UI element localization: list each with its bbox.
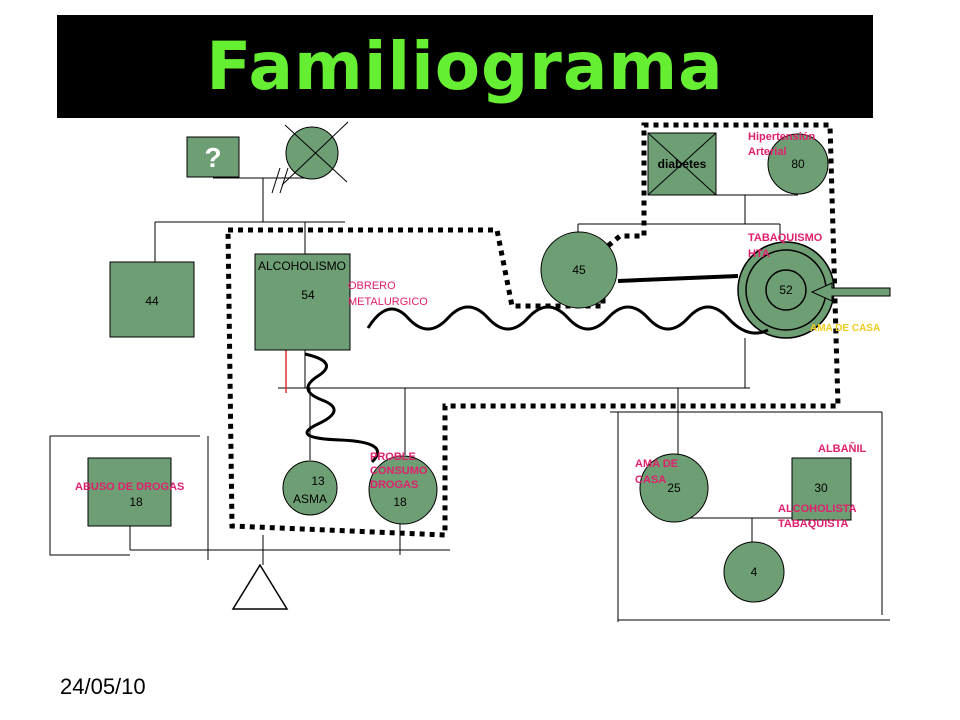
member-44-node xyxy=(109,261,195,338)
conflict-line xyxy=(617,274,739,283)
page-title: Familiograma xyxy=(206,28,724,105)
member-18-daughter-label: 18 xyxy=(393,495,407,509)
member-45-label: 45 xyxy=(572,263,586,277)
wavy-relation-54-52 xyxy=(366,305,769,335)
deceased-grandmother-node xyxy=(285,126,339,180)
unknown-male-node xyxy=(186,136,240,178)
index-patient-arrow xyxy=(810,282,891,302)
probable-label-line1: PROBLE xyxy=(370,451,416,463)
slide-date: 24/05/10 xyxy=(60,674,146,699)
probable-label-line3: DROGAS xyxy=(370,479,418,491)
member-52-node xyxy=(765,269,807,311)
member-4-node xyxy=(723,541,785,603)
tabaquismo-label: TABAQUISMO xyxy=(748,232,823,244)
albanil-label: ALBAÑIL xyxy=(818,442,867,455)
member-52-label: 52 xyxy=(779,283,793,297)
alcoholista-label: ALCOHOLISTA xyxy=(778,503,857,515)
obrero-label-line2: METALURGICO xyxy=(348,296,428,308)
title-bar: Familiograma xyxy=(57,15,873,118)
asma-label: ASMA xyxy=(293,492,327,506)
probable-label-line2: CONSUMO xyxy=(370,465,428,477)
member-13-node xyxy=(282,460,338,516)
ama-de-casa-25-label-line2: CASA xyxy=(635,474,666,486)
member-18-son-label: 18 xyxy=(129,495,143,509)
hta-label: HTA xyxy=(748,248,770,260)
abuso-drogas-label: ABUSO DE DROGAS xyxy=(75,481,184,493)
obrero-label-line1: OBRERO xyxy=(348,280,396,292)
ama-de-casa-25-label-line1: AMA DE xyxy=(635,458,678,470)
divorce-slash-1 xyxy=(271,167,281,194)
member-30-node xyxy=(791,457,852,521)
divorce-slash-2 xyxy=(279,167,289,194)
tabaquista-label: TABAQUISTA xyxy=(778,518,849,530)
member-25-label: 25 xyxy=(667,481,681,495)
member-25-node xyxy=(639,453,709,523)
member-30-label: 30 xyxy=(814,481,828,495)
deceased-cross-4 xyxy=(647,132,717,196)
member-80-label: 80 xyxy=(791,157,805,171)
deceased-cross-1 xyxy=(284,124,348,183)
member-44-label: 44 xyxy=(145,294,159,308)
household-box-left xyxy=(49,436,130,556)
member-18-daughter-node xyxy=(368,455,438,525)
diabetes-label: diabetes xyxy=(658,157,707,171)
wavy-relation-54-18 xyxy=(304,352,379,464)
member-80-node xyxy=(767,133,829,195)
deceased-cross-2 xyxy=(281,121,349,186)
member-54-node xyxy=(254,253,351,351)
alcoholismo-label: ALCOHOLISMO xyxy=(258,259,346,273)
member-54-label: 54 xyxy=(301,288,315,302)
hipertension-label-line2: Arterial xyxy=(748,146,787,158)
pregnancy-triangle xyxy=(231,563,289,610)
member-4-label: 4 xyxy=(751,565,758,579)
household-boundary-dotted xyxy=(225,122,841,538)
member-45-node xyxy=(540,231,618,309)
unknown-mark: ? xyxy=(204,142,221,173)
hipertension-label-line1: Hipertensión xyxy=(748,131,816,143)
ama-de-casa-mother-label: AMA DE CASA xyxy=(810,323,880,334)
member-18-son-node xyxy=(87,457,172,527)
member-13-label: 13 xyxy=(311,474,325,488)
